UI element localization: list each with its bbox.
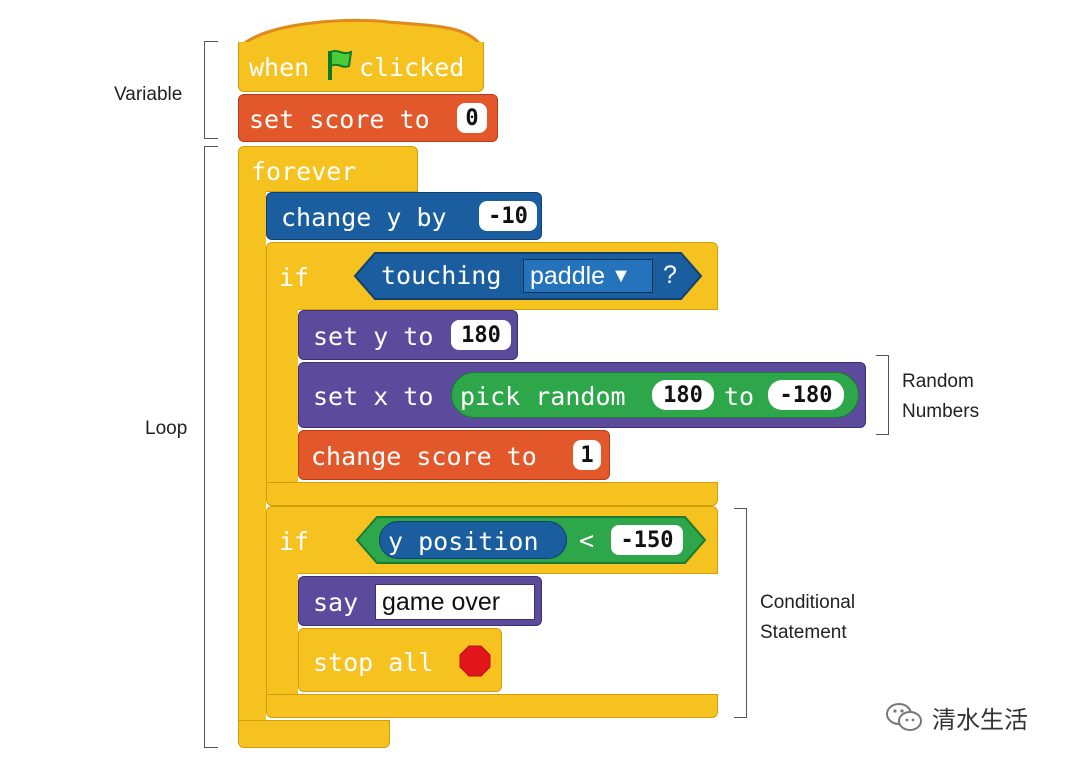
forever-bottom	[238, 720, 390, 748]
forever-block[interactable]: forever	[238, 146, 418, 192]
random-label-2: Numbers	[902, 401, 980, 422]
forever-label: forever	[251, 157, 357, 186]
if-ypos-arm	[266, 572, 298, 696]
loop-bracket	[204, 146, 218, 748]
hat-cap	[238, 18, 484, 48]
if-label: if	[279, 263, 310, 292]
green-flag-icon	[328, 49, 353, 80]
if-label-2: if	[279, 527, 310, 556]
paddle-label: paddle	[530, 261, 606, 290]
change-score-label: change score to	[311, 442, 537, 471]
less-than-label: <	[579, 526, 595, 555]
change-y-block[interactable]: change y by -10	[266, 192, 542, 240]
y-position-reporter[interactable]: y position	[379, 521, 567, 559]
stop-all-block[interactable]: stop all	[298, 628, 502, 692]
if-touching-arm	[266, 308, 298, 484]
question-mark: ?	[663, 261, 677, 289]
dropdown-arrow-icon: ▼	[611, 264, 631, 287]
stop-sign-icon	[459, 645, 491, 677]
random-label-1: Random	[902, 371, 974, 392]
when-label: when	[249, 53, 310, 82]
if-ypos-bottom	[266, 694, 718, 718]
set-score-label: set score to	[249, 105, 430, 134]
set-y-value-input[interactable]: 180	[451, 320, 511, 350]
random-from-input[interactable]: 180	[652, 380, 714, 410]
random-bracket	[876, 355, 889, 435]
variable-bracket	[204, 41, 218, 139]
variable-label: Variable	[114, 84, 183, 105]
change-y-value-input[interactable]: -10	[479, 201, 537, 231]
random-to-label: to	[724, 382, 755, 411]
set-y-block[interactable]: set y to 180	[298, 310, 518, 360]
set-score-block[interactable]: set score to 0	[238, 94, 498, 142]
say-text-input[interactable]: game over	[375, 584, 535, 620]
clicked-label: clicked	[359, 53, 465, 82]
change-score-value-input[interactable]: 1	[573, 440, 601, 470]
change-y-label: change y by	[281, 203, 447, 232]
conditional-label-2: Statement	[760, 622, 847, 643]
forever-arm	[238, 190, 266, 722]
conditional-bracket	[734, 508, 747, 718]
set-y-label: set y to	[313, 322, 434, 351]
touching-label: touching	[381, 261, 502, 290]
say-label: say	[313, 588, 359, 617]
if-ypos-block[interactable]: if y position < -150	[266, 506, 718, 574]
conditional-label-1: Conditional	[760, 592, 856, 613]
set-x-block[interactable]: set x to pick random 180 to -180	[298, 362, 866, 428]
loop-label: Loop	[145, 418, 188, 439]
when-flag-clicked-block[interactable]: when clicked	[238, 42, 484, 92]
pick-random-block[interactable]: pick random 180 to -180	[451, 372, 859, 418]
ypos-value-input[interactable]: -150	[611, 525, 683, 555]
say-block[interactable]: say game over	[298, 576, 542, 626]
y-position-label: y position	[388, 527, 539, 556]
if-touching-block[interactable]: if touching paddle ▼ ?	[266, 242, 718, 310]
score-value-input[interactable]: 0	[457, 103, 487, 133]
set-x-label: set x to	[313, 382, 434, 411]
watermark-text: 清水生活	[932, 706, 1028, 734]
random-to-input[interactable]: -180	[768, 380, 844, 410]
wechat-icon	[886, 702, 922, 731]
stop-all-label: stop all	[313, 648, 434, 677]
pick-random-label: pick random	[460, 382, 626, 411]
watermark: 清水生活	[884, 700, 1028, 735]
change-score-block[interactable]: change score to 1	[298, 430, 610, 480]
paddle-dropdown[interactable]: paddle ▼	[523, 259, 653, 293]
if-touching-bottom	[266, 482, 718, 506]
